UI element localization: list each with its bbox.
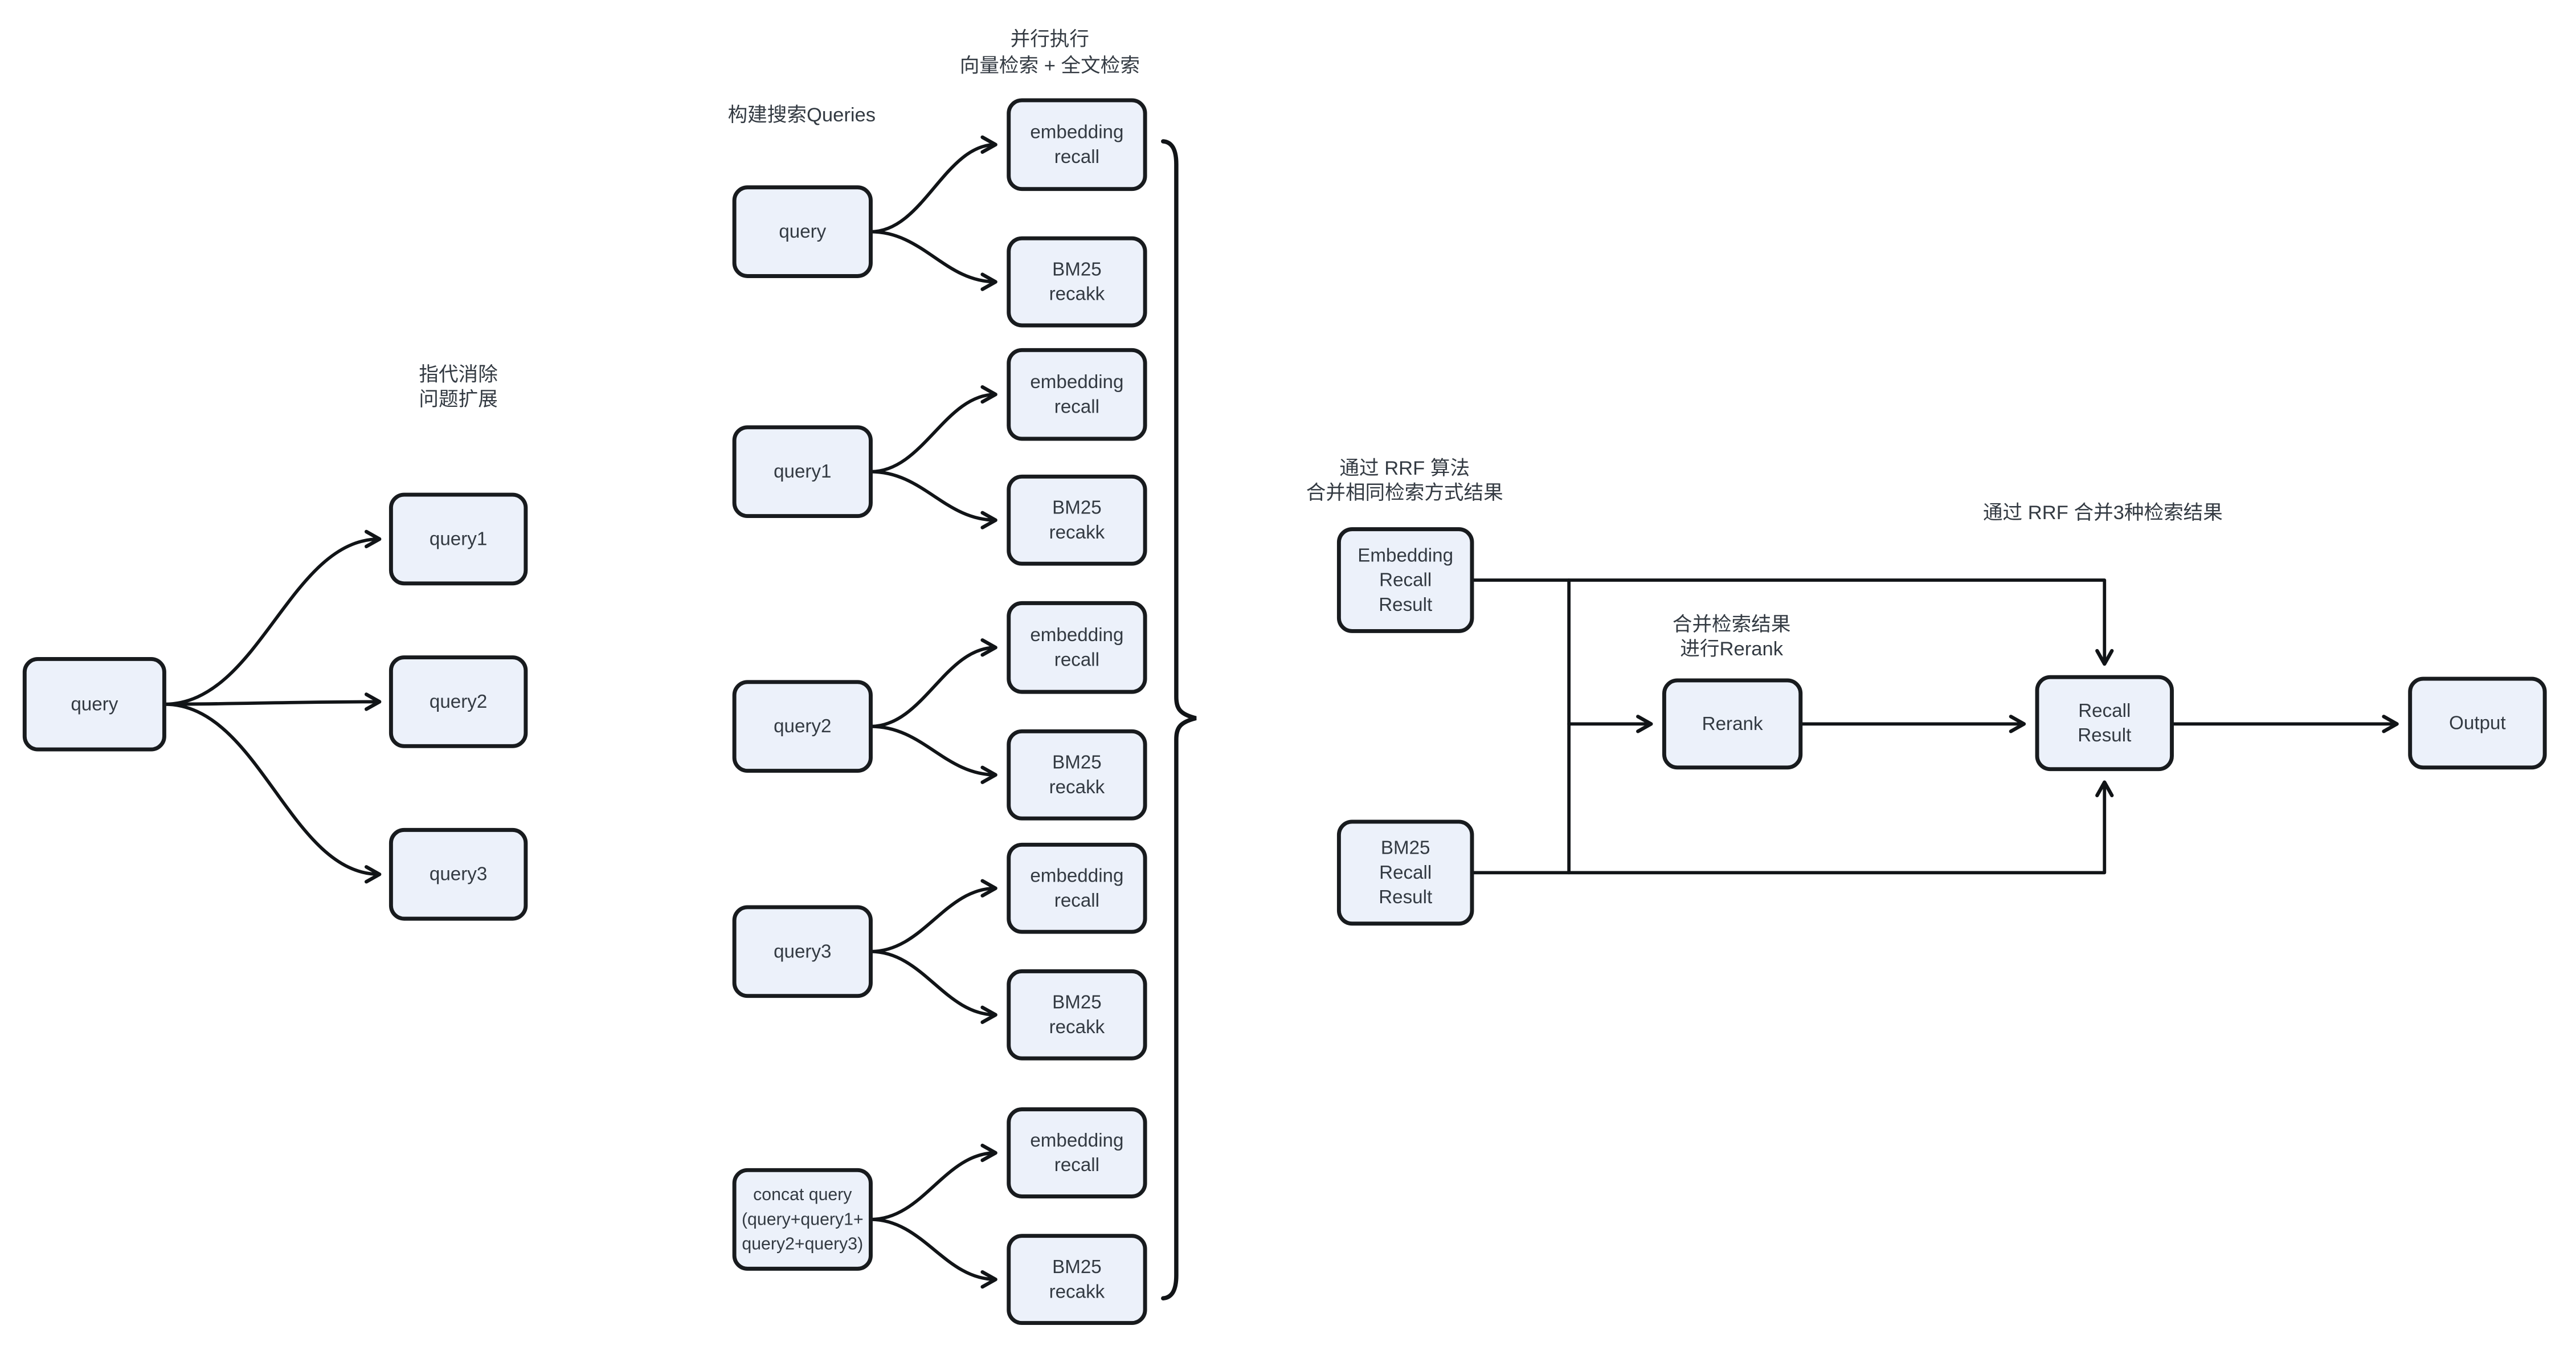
node-bm25-recall-result: BM25 Recall Result	[1336, 819, 1474, 926]
node-embedding-recall-1-line1: embedding	[1030, 122, 1123, 143]
annotation-rrf-merge3: 通过 RRF 合并3种检索结果	[1983, 502, 2223, 524]
node-bm25-recall-2: BM25 recakk	[1007, 474, 1147, 566]
edge-mquery2-to-embedding3	[869, 638, 997, 728]
annotation-parallel-line1: 并行执行	[1011, 28, 1089, 50]
node-embedding-recall-3: embedding recall	[1007, 601, 1147, 694]
edge-mquery3-to-bm25-4	[869, 949, 997, 1024]
node-recall-result-line1: Recall	[2078, 700, 2131, 721]
node-rerank: Rerank	[1662, 678, 1803, 770]
node-bm25-recall-4: BM25 recakk	[1007, 969, 1147, 1061]
node-concat-query-line2: (query+query1+	[742, 1210, 864, 1229]
node-embedding-recall-result-line1: Embedding	[1357, 545, 1453, 566]
node-bm25-recall-3: BM25 recakk	[1007, 729, 1147, 821]
curly-brace	[1161, 139, 1197, 1301]
node-bm25-recall-5-line2: recakk	[1049, 1281, 1105, 1302]
edge-mquery-to-bm25-1	[869, 230, 997, 291]
node-mid-query1-label: query1	[774, 461, 831, 482]
node-concat-query-line3: query2+query3)	[742, 1235, 863, 1254]
node-embedding-recall-5: embedding recall	[1007, 1107, 1147, 1198]
node-left-query2-label: query2	[430, 691, 487, 712]
node-output-label: Output	[2449, 712, 2506, 733]
node-bm25-recall-2-line2: recakk	[1049, 522, 1105, 543]
node-recall-result: Recall Result	[2035, 675, 2174, 772]
node-bm25-recall-4-line2: recakk	[1049, 1017, 1105, 1038]
node-embedding-recall-4-line2: recall	[1054, 890, 1099, 911]
node-embedding-recall-result: Embedding Recall Result	[1336, 527, 1474, 633]
node-embedding-recall-1-line2: recall	[1054, 146, 1099, 168]
node-left-query-label: query	[71, 694, 118, 715]
node-left-query: query	[22, 656, 166, 752]
edge-query-to-query2	[162, 692, 382, 711]
node-left-query2: query2	[389, 655, 528, 748]
annotation-rerank-note-line1: 合并检索结果	[1673, 614, 1791, 635]
node-bm25-recall-1-line2: recakk	[1049, 284, 1105, 305]
node-bm25-recall-3-line1: BM25	[1052, 752, 1102, 773]
edge-mquery1-to-embedding2	[869, 385, 997, 474]
node-embedding-recall-3-line2: recall	[1054, 649, 1099, 670]
node-bm25-recall-3-line2: recakk	[1049, 777, 1105, 798]
node-embedding-recall-5-line1: embedding	[1030, 1130, 1123, 1151]
node-concat-query: concat query (query+query1+ query2+query…	[732, 1168, 873, 1271]
node-embedding-recall-2: embedding recall	[1007, 348, 1147, 441]
node-left-query3: query3	[389, 827, 528, 921]
edge-mquery-to-embedding1	[869, 135, 997, 234]
annotation-rrf-same-line2: 合并相同检索方式结果	[1306, 482, 1503, 504]
node-embedding-recall-result-line3: Result	[1379, 594, 1432, 615]
edge-mquery3-to-embedding4	[869, 879, 997, 953]
edges	[162, 135, 2399, 1289]
node-mid-query2: query2	[732, 680, 873, 773]
edge-concat-to-embedding5	[869, 1143, 997, 1221]
node-bm25-recall-1: BM25 recakk	[1007, 236, 1147, 328]
node-bm25-recall-5: BM25 recakk	[1007, 1234, 1147, 1326]
edge-bm25res-to-recallresult	[1470, 780, 2114, 875]
node-left-query3-label: query3	[430, 864, 487, 885]
node-embedding-recall-3-line1: embedding	[1030, 625, 1123, 646]
node-recall-result-line2: Result	[2078, 725, 2131, 746]
node-concat-query-line1: concat query	[753, 1185, 852, 1204]
node-output: Output	[2408, 676, 2547, 770]
node-left-query1: query1	[389, 492, 528, 586]
node-rerank-label: Rerank	[1702, 713, 1763, 735]
node-mid-query3-label: query3	[774, 941, 831, 962]
node-bm25-recall-1-line1: BM25	[1052, 259, 1102, 280]
node-embedding-recall-2-line2: recall	[1054, 396, 1099, 417]
edge-mquery1-to-bm25-2	[869, 470, 997, 529]
edge-mquery2-to-bm25-3	[869, 724, 997, 784]
node-bm25-recall-result-line3: Result	[1379, 887, 1432, 908]
node-embedding-recall-1: embedding recall	[1007, 98, 1147, 191]
node-embedding-recall-2-line1: embedding	[1030, 372, 1123, 393]
edge-query-to-query3	[162, 702, 382, 884]
node-bm25-recall-4-line1: BM25	[1052, 992, 1102, 1013]
node-bm25-recall-result-line1: BM25	[1381, 838, 1430, 859]
annotation-rerank-note-line2: 进行Rerank	[1680, 638, 1783, 660]
annotation-coref-line1: 指代消除	[419, 364, 497, 386]
annotation-rrf-same-line1: 通过 RRF 算法	[1339, 458, 1470, 479]
node-embedding-recall-4-line1: embedding	[1030, 866, 1123, 887]
node-bm25-recall-result-line2: Recall	[1379, 862, 1432, 883]
annotation-parallel-line2: 向量检索 + 全文检索	[960, 55, 1140, 76]
node-left-query1-label: query1	[430, 528, 487, 549]
edge-concat-to-bm25-5	[869, 1217, 997, 1289]
node-mid-query-label: query	[779, 221, 826, 242]
annotation-build-queries: 构建搜索Queries	[728, 104, 876, 126]
edge-embres-to-recallresult	[1470, 578, 2114, 666]
node-mid-query1: query1	[732, 425, 873, 519]
annotations: 并行执行 向量检索 + 全文检索 构建搜索Queries 指代消除 问题扩展 通…	[419, 28, 2222, 660]
node-mid-query3: query3	[732, 905, 873, 998]
node-mid-query2-label: query2	[774, 716, 831, 737]
node-mid-query: query	[732, 185, 873, 278]
node-embedding-recall-4: embedding recall	[1007, 842, 1147, 934]
edge-query-to-query1	[162, 529, 382, 706]
node-embedding-recall-result-line2: Recall	[1379, 570, 1432, 591]
node-bm25-recall-5-line1: BM25	[1052, 1257, 1102, 1278]
annotation-coref-line2: 问题扩展	[419, 389, 497, 410]
node-bm25-recall-2-line1: BM25	[1052, 497, 1102, 519]
node-embedding-recall-5-line2: recall	[1054, 1155, 1099, 1176]
